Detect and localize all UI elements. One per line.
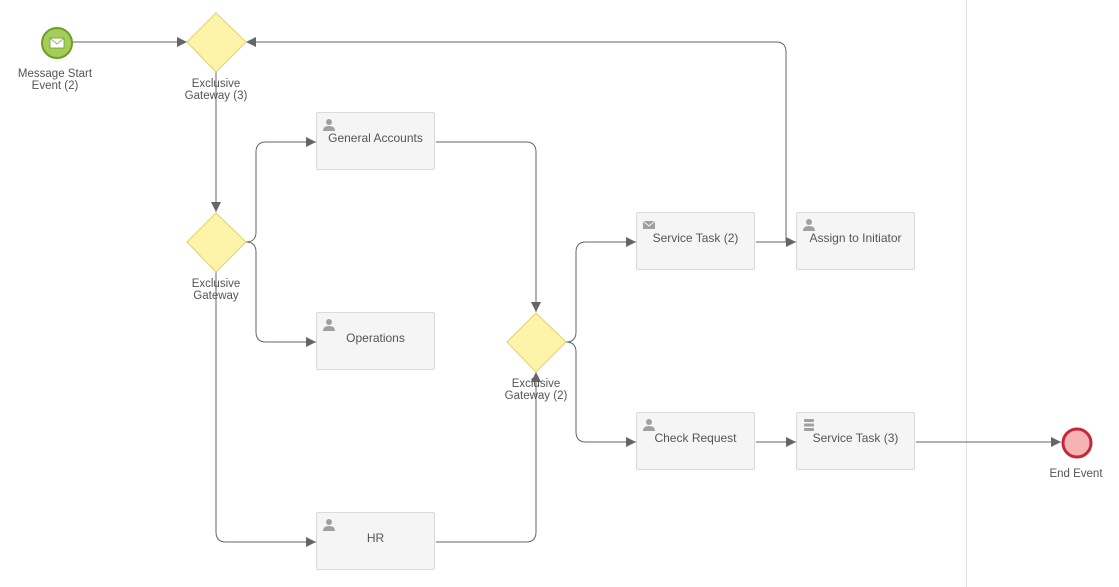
gateway-label: Exclusive Gateway	[166, 278, 266, 302]
flow-gateway-2-to-service-task-2[interactable]	[565, 237, 636, 343]
flow-general-accounts-to-gateway-2[interactable]	[436, 141, 541, 312]
start-event-label-line1: Message Start	[17, 68, 93, 80]
user-icon	[643, 419, 655, 431]
task-label: Check Request	[654, 431, 737, 445]
task-assign-to-initiator[interactable]: Assign to Initiator	[796, 212, 915, 270]
database-icon	[804, 419, 814, 431]
gateway-label-line2: Gateway	[193, 290, 239, 302]
gateway-3-label-line2: Gateway (3)	[184, 90, 248, 102]
task-check-request[interactable]: Check Request	[636, 412, 755, 470]
exclusive-gateway-3[interactable]	[186, 12, 247, 73]
flow-hr-to-gateway-2[interactable]	[436, 372, 541, 543]
task-label: Service Task (2)	[652, 231, 739, 245]
task-label: Assign to Initiator	[809, 231, 902, 245]
task-label: Service Task (3)	[812, 431, 899, 445]
flow-gateway-to-operations[interactable]	[245, 241, 316, 347]
task-label: General Accounts	[328, 131, 423, 145]
gateway-2-label-line2: Gateway (2)	[504, 390, 568, 402]
end-event-label: End Event	[1049, 468, 1103, 480]
start-event-label: Message Start Event (2)	[5, 68, 105, 92]
exclusive-gateway[interactable]	[186, 212, 247, 273]
task-label: HR	[366, 531, 385, 545]
message-start-event[interactable]	[41, 27, 73, 59]
gateway-2-label: Exclusive Gateway (2)	[486, 378, 586, 402]
envelope-icon	[642, 220, 656, 229]
gateway-label-line1: Exclusive	[191, 278, 241, 290]
task-service-task-3[interactable]: Service Task (3)	[796, 412, 915, 470]
user-icon	[803, 219, 815, 231]
flow-gateway-2-to-check-request[interactable]	[565, 341, 636, 447]
flow-gateway-to-hr[interactable]	[215, 272, 316, 547]
task-general-accounts[interactable]: General Accounts	[316, 112, 435, 170]
task-operations[interactable]: Operations	[316, 312, 435, 370]
task-label: Operations	[346, 331, 405, 345]
user-icon	[323, 119, 335, 131]
task-hr[interactable]: HR	[316, 512, 435, 570]
gateway-2-label-line1: Exclusive	[511, 378, 561, 390]
exclusive-gateway-2[interactable]	[506, 312, 567, 373]
gateway-3-label: Exclusive Gateway (3)	[166, 78, 266, 102]
task-service-task-2[interactable]: Service Task (2)	[636, 212, 755, 270]
flow-assign-to-gateway-3[interactable]	[246, 37, 787, 242]
start-event-label-line2: Event (2)	[31, 80, 79, 92]
user-icon	[323, 519, 335, 531]
flow-gateway-to-general-accounts[interactable]	[245, 137, 316, 243]
gateway-3-label-line1: Exclusive	[191, 78, 241, 90]
envelope-icon	[49, 37, 65, 49]
lane-divider	[966, 0, 967, 587]
end-event[interactable]	[1061, 427, 1093, 459]
user-icon	[323, 319, 335, 331]
